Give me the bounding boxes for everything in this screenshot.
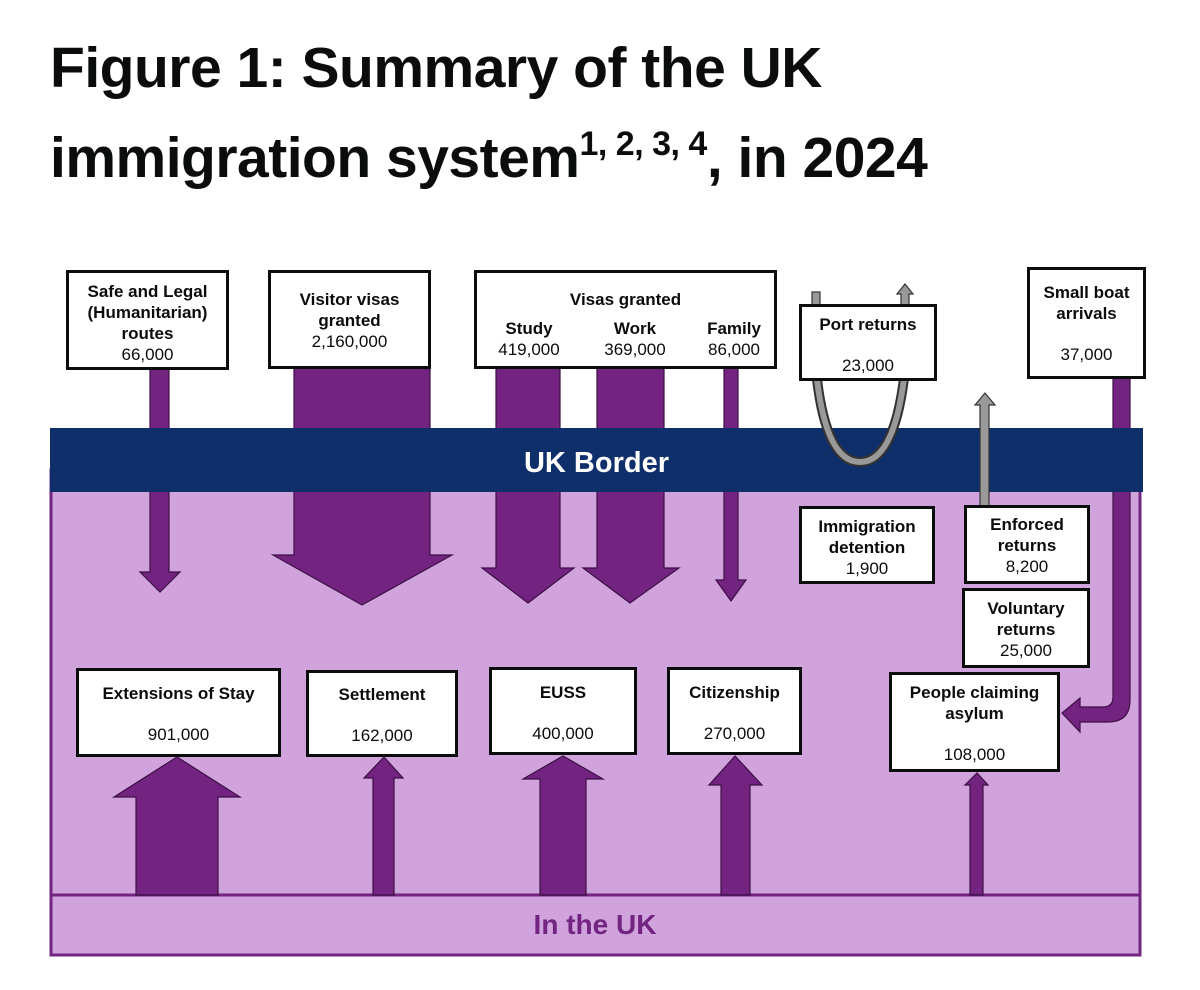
footnote-markers: 1, 2, 3, 4 xyxy=(579,125,708,163)
box-value: 25,000 xyxy=(1000,641,1052,660)
box-label: Settlement xyxy=(338,685,426,704)
port-returns-exit-arrow xyxy=(895,283,915,307)
visas-granted-box: Visas granted Study 419,000 Work 369,000 F… xyxy=(474,270,777,369)
box-label: Small boat arrivals xyxy=(1043,283,1130,323)
box-label: People claiming asylum xyxy=(909,683,1040,723)
box-value: 66,000 xyxy=(121,345,174,364)
euss-box: EUSS 400,000 xyxy=(489,667,637,755)
box-value: 901,000 xyxy=(147,725,210,744)
box-value: 108,000 xyxy=(943,745,1006,764)
port-returns-box: Port returns 23,000 xyxy=(799,304,937,381)
asylum-box: People claiming asylum 108,000 xyxy=(889,672,1060,772)
visitor-visas-box: Visitor visas granted 2,160,000 xyxy=(268,270,431,369)
box-value: 37,000 xyxy=(1060,345,1113,364)
box-value: 400,000 xyxy=(532,724,594,743)
small-boat-box: Small boat arrivals 37,000 xyxy=(1027,267,1146,379)
title-line-2: immigration system1, 2, 3, 4, in 2024 xyxy=(50,106,928,196)
box-value: 270,000 xyxy=(703,724,766,743)
citizenship-arrow xyxy=(707,755,764,896)
uk-border-band xyxy=(50,428,1143,492)
box-label: Citizenship xyxy=(689,683,780,702)
study-label: Study xyxy=(505,319,553,338)
box-label: Enforced returns xyxy=(990,515,1064,555)
work-label: Work xyxy=(613,319,657,338)
box-value: 23,000 xyxy=(842,356,894,375)
asylum-arrow xyxy=(963,772,990,896)
voluntary-returns-box: Voluntary returns 25,000 xyxy=(962,588,1090,668)
box-label: Voluntary returns xyxy=(987,599,1065,639)
title-year: , in 2024 xyxy=(706,126,928,190)
box-label: Immigration detention xyxy=(818,517,916,557)
detention-box: Immigration detention 1,900 xyxy=(799,506,935,584)
work-value: 369,000 xyxy=(604,340,666,359)
family-label: Family xyxy=(707,319,761,338)
family-value: 86,000 xyxy=(708,340,760,359)
box-label: EUSS xyxy=(539,683,587,702)
box-value: 2,160,000 xyxy=(311,332,388,351)
settlement-arrow xyxy=(362,756,405,896)
title-line-1: Figure 1: Summary of the UK xyxy=(50,36,822,100)
box-label: Safe and Legal (Humanitarian) routes xyxy=(87,282,208,343)
box-label: Visitor visas granted xyxy=(299,290,400,330)
euss-arrow xyxy=(520,755,606,896)
extensions-arrow xyxy=(111,756,243,896)
box-label: Port returns xyxy=(819,315,917,334)
enforced-returns-box: Enforced returns 8,200 xyxy=(964,505,1090,584)
in-the-uk-label: In the UK xyxy=(533,909,657,940)
title-text: immigration system xyxy=(50,126,580,190)
citizenship-box: Citizenship 270,000 xyxy=(667,667,802,755)
uk-border-label: UK Border xyxy=(523,447,669,479)
box-value: 1,900 xyxy=(845,559,889,578)
figure-title: Figure 1: Summary of the UK immigration … xyxy=(50,30,928,196)
box-value: 8,200 xyxy=(1005,557,1049,576)
study-value: 419,000 xyxy=(498,340,560,359)
box-value: 162,000 xyxy=(351,726,413,745)
box-label: Visas granted xyxy=(569,290,682,309)
extensions-box: Extensions of Stay 901,000 xyxy=(76,668,281,757)
settlement-box: Settlement 162,000 xyxy=(306,670,458,757)
box-label: Extensions of Stay xyxy=(102,684,255,703)
enforced-returns-arrow xyxy=(973,392,997,507)
safe-legal-box: Safe and Legal (Humanitarian) routes 66,… xyxy=(66,270,229,370)
